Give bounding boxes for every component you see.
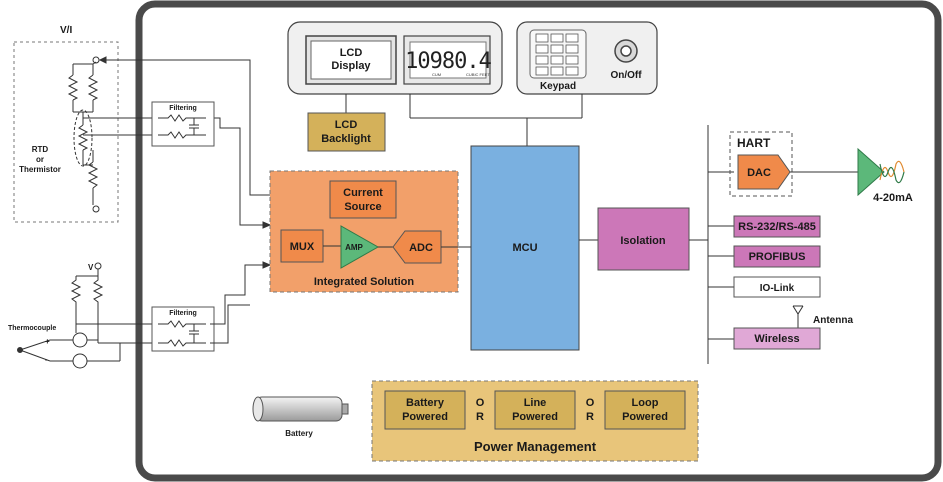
isolation-block [597, 207, 690, 271]
filter-block-2 [151, 261, 272, 352]
or-label-1b: R [476, 411, 484, 423]
rtd-dashed-box [13, 41, 119, 223]
thermocouple-circuit [17, 262, 158, 369]
dac-block [737, 154, 791, 190]
backlight-label-2: Backlight [321, 133, 371, 145]
hart-label: HART [737, 136, 771, 150]
dac-label: DAC [747, 167, 771, 179]
rtd-or-label: or [36, 155, 44, 164]
hart-dashed-box [729, 131, 793, 197]
seven-segment-value: 10980.4 [405, 49, 491, 74]
thermocouple-label: Thermocouple [8, 325, 56, 332]
rs232-rs485-label: RS-232/RS-485 [738, 221, 816, 233]
integrated-solution-title: Integrated Solution [314, 276, 415, 288]
line-powered-block [494, 390, 576, 430]
iolink-label: IO-Link [760, 283, 795, 294]
seg-unit-right: CUBIC FEET [466, 72, 490, 77]
output-bus [707, 125, 734, 364]
or-label-1a: O [476, 397, 485, 409]
keypad-keys [535, 33, 579, 76]
filter1-label: Filtering [169, 105, 197, 112]
profibus-label: PROFIBUS [749, 251, 806, 263]
antenna-icon [792, 305, 804, 328]
current-source-block [329, 180, 397, 219]
power-management-title: Power Management [474, 439, 597, 454]
or-label-2b: R [586, 411, 594, 423]
lcd-display-label-1: LCD [340, 47, 363, 59]
line-powered-label-1: Line [524, 397, 547, 409]
keypad-label: Keypad [540, 81, 576, 92]
current-source-label-2: Source [344, 201, 381, 213]
iolink-block [733, 276, 821, 298]
filter2-label: Filtering [169, 310, 197, 317]
antenna-label: Antenna [813, 315, 853, 326]
lcd-backlight-block [307, 94, 386, 152]
thermistor-label: Thermistor [19, 165, 61, 174]
output-driver-triangle [857, 147, 885, 197]
rtd-sensor-circuit [13, 41, 119, 223]
filter-block-1 [151, 101, 215, 147]
adc-label: ADC [409, 242, 433, 254]
line-powered-label-2: Powered [512, 411, 558, 423]
rtd-wires [83, 56, 330, 229]
battery-powered-block [384, 390, 466, 430]
lcd-display-label-2: Display [331, 60, 371, 72]
lcd-panel [287, 21, 503, 95]
loop-powered-block [604, 390, 686, 430]
backlight-label-1: LCD [335, 119, 358, 131]
vi-label: V/I [60, 25, 72, 36]
onoff-button-icon[interactable] [614, 39, 638, 63]
battery-label: Battery [285, 429, 313, 438]
wireless-label: Wireless [754, 333, 799, 345]
amp-label: AMP [345, 243, 363, 252]
top-bus-lines [409, 94, 583, 146]
signal-waveform-icon [879, 160, 905, 184]
rs232-rs485-block [733, 215, 821, 238]
mux-label: MUX [290, 241, 315, 253]
battery-icon [252, 396, 349, 422]
isolation-label: Isolation [620, 235, 666, 247]
mcu-label: MCU [512, 242, 537, 254]
amp-triangle [340, 225, 380, 269]
plus-label: + [45, 337, 50, 346]
loop-powered-label-1: Loop [632, 397, 659, 409]
minus-label: - [45, 355, 48, 364]
or-label-2a: O [586, 397, 595, 409]
rtd-label: RTD [32, 145, 49, 154]
seg-unit-left: CUM [432, 72, 441, 77]
profibus-block [733, 245, 821, 268]
current-source-label-1: Current [343, 187, 383, 199]
mcu-block [470, 145, 580, 351]
battery-powered-label-1: Battery [406, 397, 445, 409]
v-label: V [88, 263, 94, 272]
wireless-block [733, 327, 821, 350]
battery-powered-label-2: Powered [402, 411, 448, 423]
onoff-label: On/Off [610, 70, 642, 81]
loop-powered-label-2: Powered [622, 411, 668, 423]
output-4-20ma-label: 4-20mA [873, 192, 913, 204]
